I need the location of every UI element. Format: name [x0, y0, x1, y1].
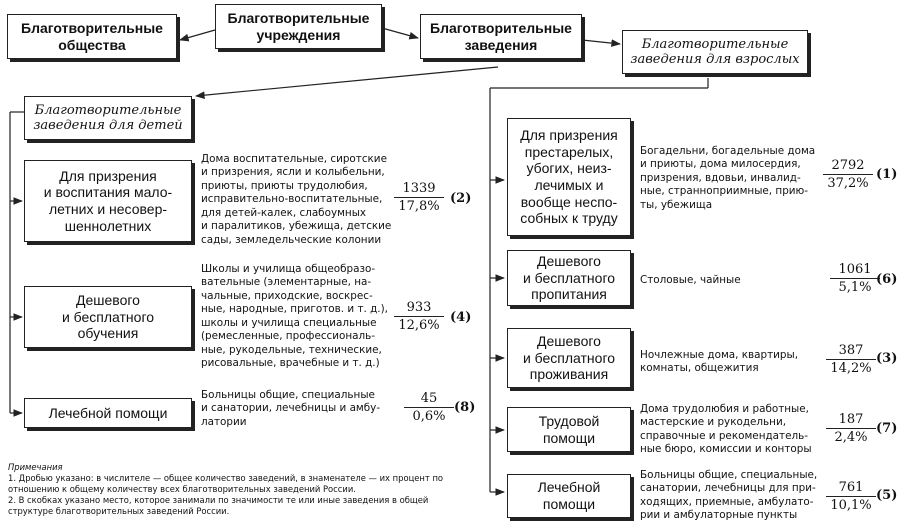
adults-labor-fraction: 187 2,4%	[826, 412, 876, 445]
adults-care-description: Богадельни, богадельные дома и приюты, д…	[640, 145, 816, 211]
adults-care-category: Для призрения престарелых, убогих, неиз-…	[507, 118, 631, 236]
rank-label: (5)	[876, 488, 898, 503]
institution-count: 1339	[394, 181, 444, 198]
arrow-to-adults	[581, 39, 621, 47]
adults-medical-fraction: 761 10,1%	[826, 480, 876, 513]
children-medical-description: Больницы общие, специальные и санатории,…	[201, 389, 381, 428]
child-establishments-box: Благотворительные заведения для детей	[24, 96, 192, 140]
arrow-to-establishments	[381, 27, 419, 40]
footnote-1: 1. Дробью указано: в числителе — общее к…	[8, 473, 444, 495]
institution-count: 2792	[823, 158, 873, 175]
children-education-category: Дешевого и бесплатного обучения	[24, 286, 192, 348]
adults-medical-category: Лечебной помощи	[507, 474, 631, 518]
adults-food-fraction: 1061 5,1%	[830, 262, 880, 295]
rank-label: (7)	[876, 421, 898, 436]
arrow-to-societies	[179, 29, 216, 42]
adults-care-fraction: 2792 37,2%	[823, 158, 873, 191]
institution-percent: 5,1%	[838, 280, 872, 295]
institution-count: 761	[826, 480, 876, 497]
rank-label: (1)	[876, 167, 898, 182]
rank-label: (3)	[876, 351, 898, 366]
adults-housing-category: Дешевого и бесплатного проживания	[507, 328, 631, 388]
institution-percent: 12,6%	[398, 318, 440, 333]
adults-medical-description: Больницы общие, специальные, санатории, …	[640, 469, 818, 522]
adults-housing-description: Ночлежные дома, квартиры, комнаты, общеж…	[640, 349, 799, 375]
children-education-fraction: 933 12,6%	[394, 300, 444, 333]
institution-percent: 14,2%	[830, 361, 872, 376]
rank-label: (2)	[450, 191, 472, 206]
children-medical-fraction: 45 0,6%	[404, 391, 454, 424]
children-medical-category: Лечебной помощи	[24, 398, 192, 428]
children-education-description: Школы и училища общеобразо- вательные (э…	[201, 263, 388, 369]
rank-label: (4)	[450, 310, 472, 325]
adults-housing-fraction: 387 14,2%	[826, 343, 876, 376]
institution-percent: 10,1%	[830, 498, 872, 513]
institution-percent: 37,2%	[827, 176, 869, 191]
institution-percent: 0,6%	[412, 409, 446, 424]
children-care-category: Для призрения и воспитания мало- летних …	[24, 160, 192, 242]
adults-food-description: Столовые, чайные	[640, 274, 741, 286]
arrow-to-children	[195, 66, 499, 99]
institution-count: 1061	[830, 262, 880, 279]
adult-establishments-box: Благотворительные заведения для взрослых	[622, 30, 808, 74]
institution-count: 45	[404, 391, 454, 408]
institution-percent: 17,8%	[398, 199, 440, 214]
charitable-institutions-box: Благотворительные учреждения	[215, 4, 382, 49]
charitable-societies-box: Благотворительные общества	[7, 14, 177, 59]
footnotes-title: Примечания	[8, 462, 63, 472]
institution-count: 933	[394, 300, 444, 317]
rank-label: (6)	[876, 272, 898, 287]
children-care-description: Дома воспитательные, сиротские и призрен…	[201, 153, 392, 246]
institution-percent: 2,4%	[834, 430, 868, 445]
rank-label: (8)	[454, 400, 476, 415]
institution-count: 387	[826, 343, 876, 360]
adults-labor-description: Дома трудолюбия и работные, мастерские и…	[640, 403, 812, 456]
institution-count: 187	[826, 412, 876, 429]
footnotes: Примечания 1. Дробью указано: в числител…	[8, 462, 468, 517]
adults-labor-category: Трудовой помощи	[507, 407, 631, 452]
children-care-fraction: 1339 17,8%	[394, 181, 444, 214]
adults-food-category: Дешевого и бесплатного пропитания	[507, 250, 631, 306]
charitable-establishments-box: Благотворительные заведения	[420, 14, 582, 59]
footnote-2: 2. В скобках указано место, которое зани…	[8, 495, 429, 517]
